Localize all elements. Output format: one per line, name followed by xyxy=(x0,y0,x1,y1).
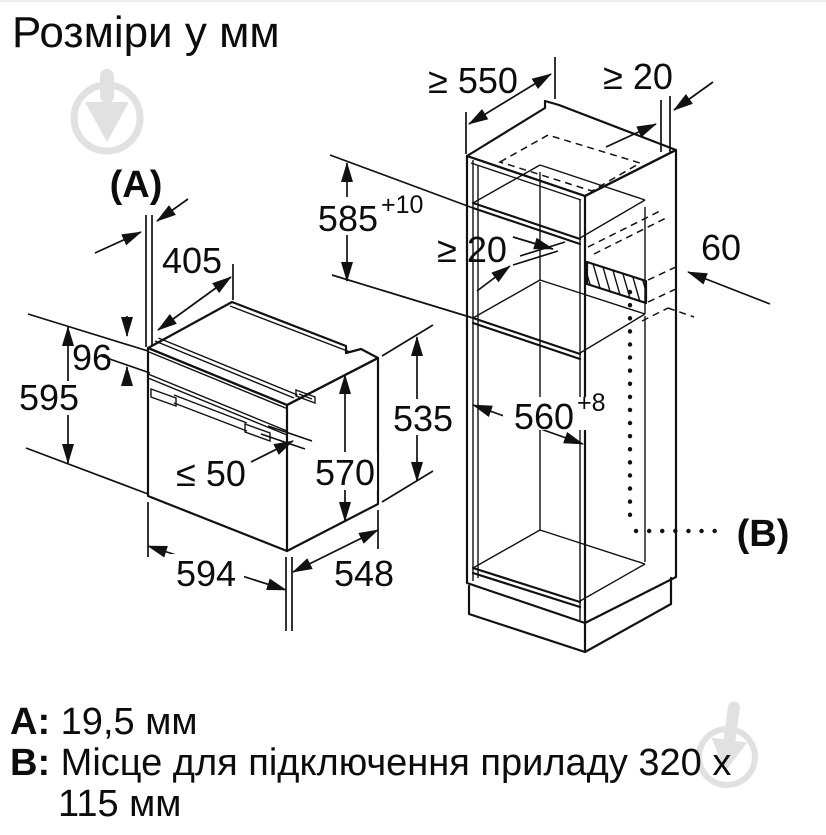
dim-niche-width-label: 560 xyxy=(514,396,574,437)
dim-top-depth-label: 405 xyxy=(162,240,222,281)
dim-panel-height-96 xyxy=(27,313,151,386)
page-title: Розміри у мм xyxy=(12,8,280,57)
dim-body-height-label: 535 xyxy=(393,398,453,439)
dimension-annotations: (A) (B) ≥ 550 ≥ 20 585 +10 ≥ 20 60 405 9… xyxy=(19,56,789,631)
note-b-label: B: xyxy=(10,742,51,784)
connection-area-hatch xyxy=(585,260,648,305)
dim-rear-gap-20 xyxy=(476,236,566,292)
dim-niche-height-tolerance: +10 xyxy=(381,191,423,219)
dim-rear-gap-label: ≥ 20 xyxy=(437,229,507,270)
dim-min-depth-550 xyxy=(465,57,556,154)
dim-rear-duct-60 xyxy=(687,271,771,305)
note-a: A: 19,5 мм xyxy=(10,702,800,743)
watermark-pin-icon-bottom xyxy=(696,701,758,788)
dim-gap-a xyxy=(94,198,189,347)
watermark-pin-icon-top xyxy=(70,69,144,155)
dim-niche-width-tolerance: +8 xyxy=(577,389,606,417)
note-b-value-line2: 115 мм xyxy=(58,783,182,825)
dim-front-height-label: 570 xyxy=(315,452,375,493)
oven-door-handle xyxy=(150,388,271,442)
dim-handle-max-50 xyxy=(250,425,313,463)
note-b: B: Місце для підключення приладу 320 x xyxy=(10,743,800,784)
dim-rear-duct-label: 60 xyxy=(701,227,741,268)
dim-niche-height-label: 585 xyxy=(318,198,378,239)
dim-min-depth-label: ≥ 550 xyxy=(428,60,518,101)
dim-panel-height-label: 96 xyxy=(72,337,112,378)
side-grip-hole xyxy=(295,388,316,405)
note-a-value: 19,5 мм xyxy=(60,701,198,743)
dim-oven-depth-548 xyxy=(292,510,379,573)
cabinet-drawing xyxy=(465,99,727,654)
dim-wall-gap-20-top xyxy=(605,81,714,152)
note-b-value: Місце для підключення приладу 320 x xyxy=(60,742,732,784)
dim-oven-height-label: 595 xyxy=(19,377,79,418)
marker-a-label: (A) xyxy=(110,164,163,206)
top-border-line xyxy=(0,0,826,2)
note-a-label: A: xyxy=(10,701,51,743)
dim-top-depth-405 xyxy=(157,264,234,331)
dim-oven-width-label: 594 xyxy=(176,553,236,594)
marker-b-label: (B) xyxy=(737,513,790,555)
dim-oven-depth-label: 548 xyxy=(334,553,394,594)
oven-drawing xyxy=(146,300,380,553)
dim-handle-max-label: ≤ 50 xyxy=(176,453,246,494)
footnotes: A: 19,5 мм B: Місце для підключення прил… xyxy=(10,702,800,825)
dim-wall-gap-label: ≥ 20 xyxy=(603,56,673,97)
